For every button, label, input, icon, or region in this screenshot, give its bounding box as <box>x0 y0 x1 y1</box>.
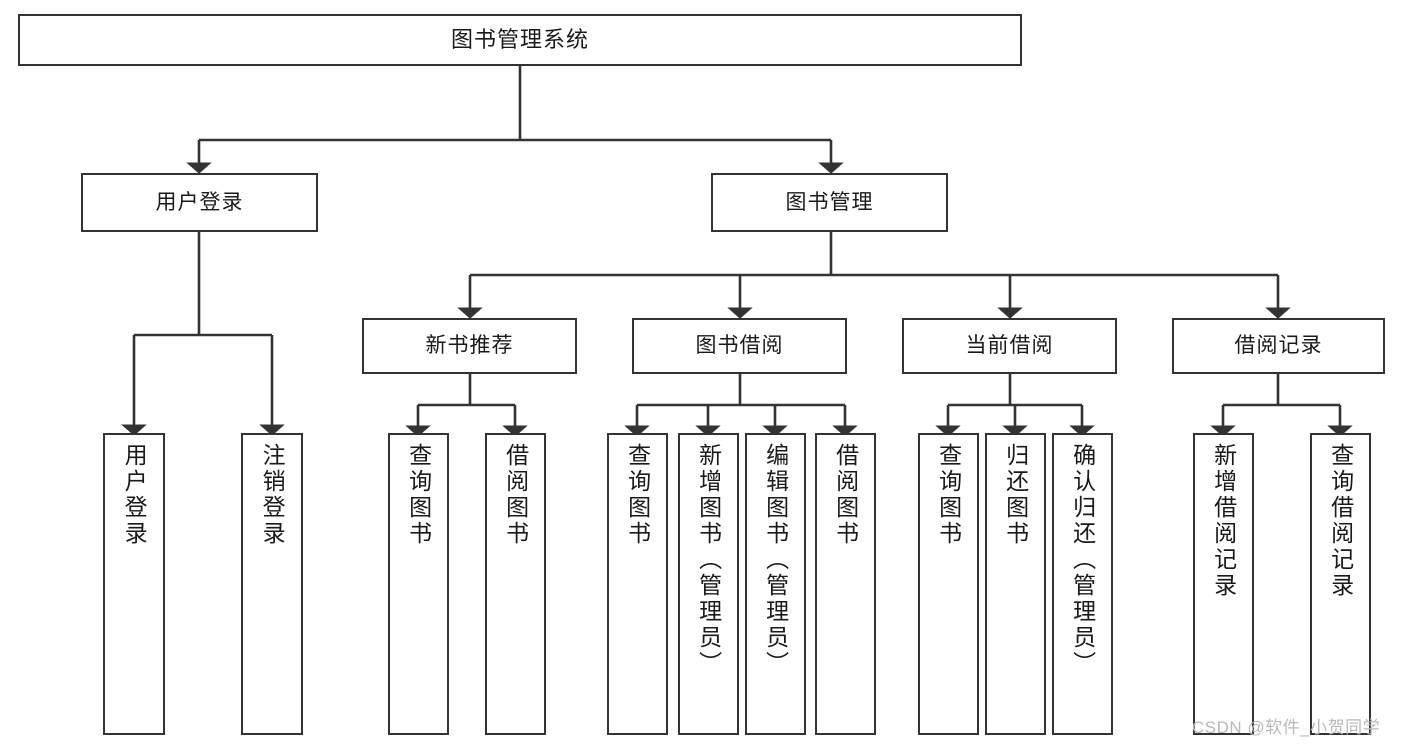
node-label: 查询借阅记录 <box>1327 443 1354 599</box>
node-label: 新增图书（管理员） <box>695 443 722 677</box>
node-label: 编辑图书（管理员） <box>762 443 789 677</box>
leaf-new-book-query[interactable]: 查询图书 <box>388 433 449 735</box>
csdn-watermark: CSDN @软件_小贺同学 <box>1192 718 1381 737</box>
node-user-login[interactable]: 用户登录 <box>81 173 318 232</box>
node-label: 用户登录 <box>121 443 148 547</box>
node-label: 新书推荐 <box>425 334 514 358</box>
leaf-borrow-record-add[interactable]: 新增借阅记录 <box>1193 433 1254 735</box>
node-borrow-record[interactable]: 借阅记录 <box>1172 318 1385 374</box>
node-label: 新增借阅记录 <box>1210 443 1237 599</box>
node-label: 借阅记录 <box>1234 334 1323 358</box>
leaf-current-borrow-return[interactable]: 归还图书 <box>985 433 1046 735</box>
node-label: 用户登录 <box>155 190 244 214</box>
node-label: 图书管理 <box>785 190 874 214</box>
leaf-user-login-logout[interactable]: 注销登录 <box>241 433 303 735</box>
leaf-book-borrow-query[interactable]: 查询图书 <box>607 433 668 735</box>
leaf-borrow-record-query[interactable]: 查询借阅记录 <box>1310 433 1371 735</box>
node-new-book-recommend[interactable]: 新书推荐 <box>362 318 577 374</box>
node-label: 图书管理系统 <box>450 26 589 52</box>
node-label: 借阅图书 <box>832 443 859 547</box>
node-label: 归还图书 <box>1002 443 1029 547</box>
leaf-current-borrow-query[interactable]: 查询图书 <box>918 433 979 735</box>
leaf-user-login-signin[interactable]: 用户登录 <box>103 433 165 735</box>
leaf-book-borrow-edit[interactable]: 编辑图书（管理员） <box>745 433 806 735</box>
node-label: 图书借阅 <box>695 334 784 358</box>
node-label: 当前借阅 <box>965 334 1054 358</box>
node-current-borrow[interactable]: 当前借阅 <box>902 318 1117 374</box>
node-book-management[interactable]: 图书管理 <box>711 173 948 232</box>
leaf-new-book-borrow[interactable]: 借阅图书 <box>485 433 546 735</box>
node-book-borrow[interactable]: 图书借阅 <box>632 318 847 374</box>
node-label: 查询图书 <box>624 443 651 547</box>
node-label: 查询图书 <box>935 443 962 547</box>
node-root-book-management-system[interactable]: 图书管理系统 <box>18 14 1022 66</box>
node-label: 借阅图书 <box>502 443 529 547</box>
leaf-current-borrow-confirm-return[interactable]: 确认归还（管理员） <box>1052 433 1113 735</box>
leaf-book-borrow-lend[interactable]: 借阅图书 <box>815 433 876 735</box>
node-label: 注销登录 <box>259 443 286 547</box>
node-label: 查询图书 <box>405 443 432 547</box>
node-label: 确认归还（管理员） <box>1069 443 1096 677</box>
leaf-book-borrow-add[interactable]: 新增图书（管理员） <box>678 433 739 735</box>
